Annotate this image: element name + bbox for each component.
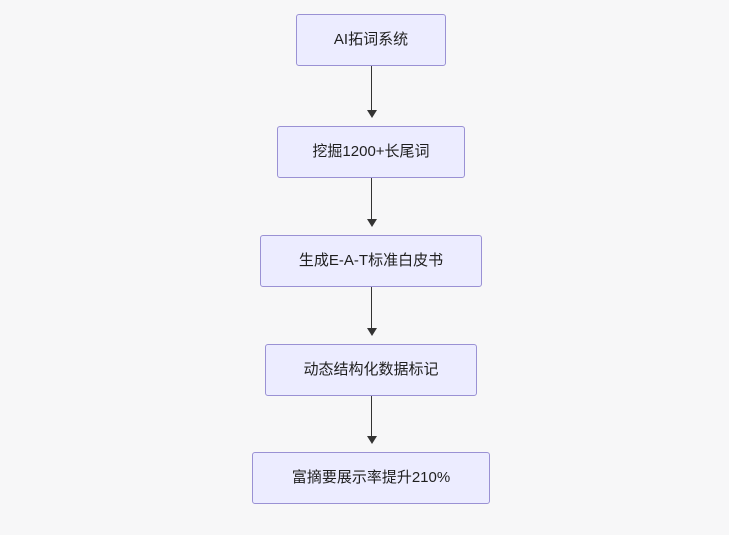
flow-node-eat-whitepaper[interactable]: 生成E-A-T标准白皮书 bbox=[260, 235, 482, 287]
flow-arrowhead-4 bbox=[366, 436, 377, 444]
flow-node-rich-snippet-rate[interactable]: 富摘要展示率提升210% bbox=[252, 452, 490, 504]
flow-node-ai-keyword-system[interactable]: AI拓词系统 bbox=[296, 14, 446, 66]
flow-node-longtail-keywords[interactable]: 挖掘1200+长尾词 bbox=[277, 126, 465, 178]
flow-arrowhead-1 bbox=[366, 110, 377, 118]
flow-arrowhead-3 bbox=[366, 328, 377, 336]
flow-edge-2 bbox=[371, 178, 372, 220]
flow-edge-1 bbox=[371, 66, 372, 111]
flow-edge-3 bbox=[371, 287, 372, 329]
flow-arrowhead-2 bbox=[366, 219, 377, 227]
flow-edge-4 bbox=[371, 396, 372, 437]
flow-node-structured-data-markup[interactable]: 动态结构化数据标记 bbox=[265, 344, 477, 396]
